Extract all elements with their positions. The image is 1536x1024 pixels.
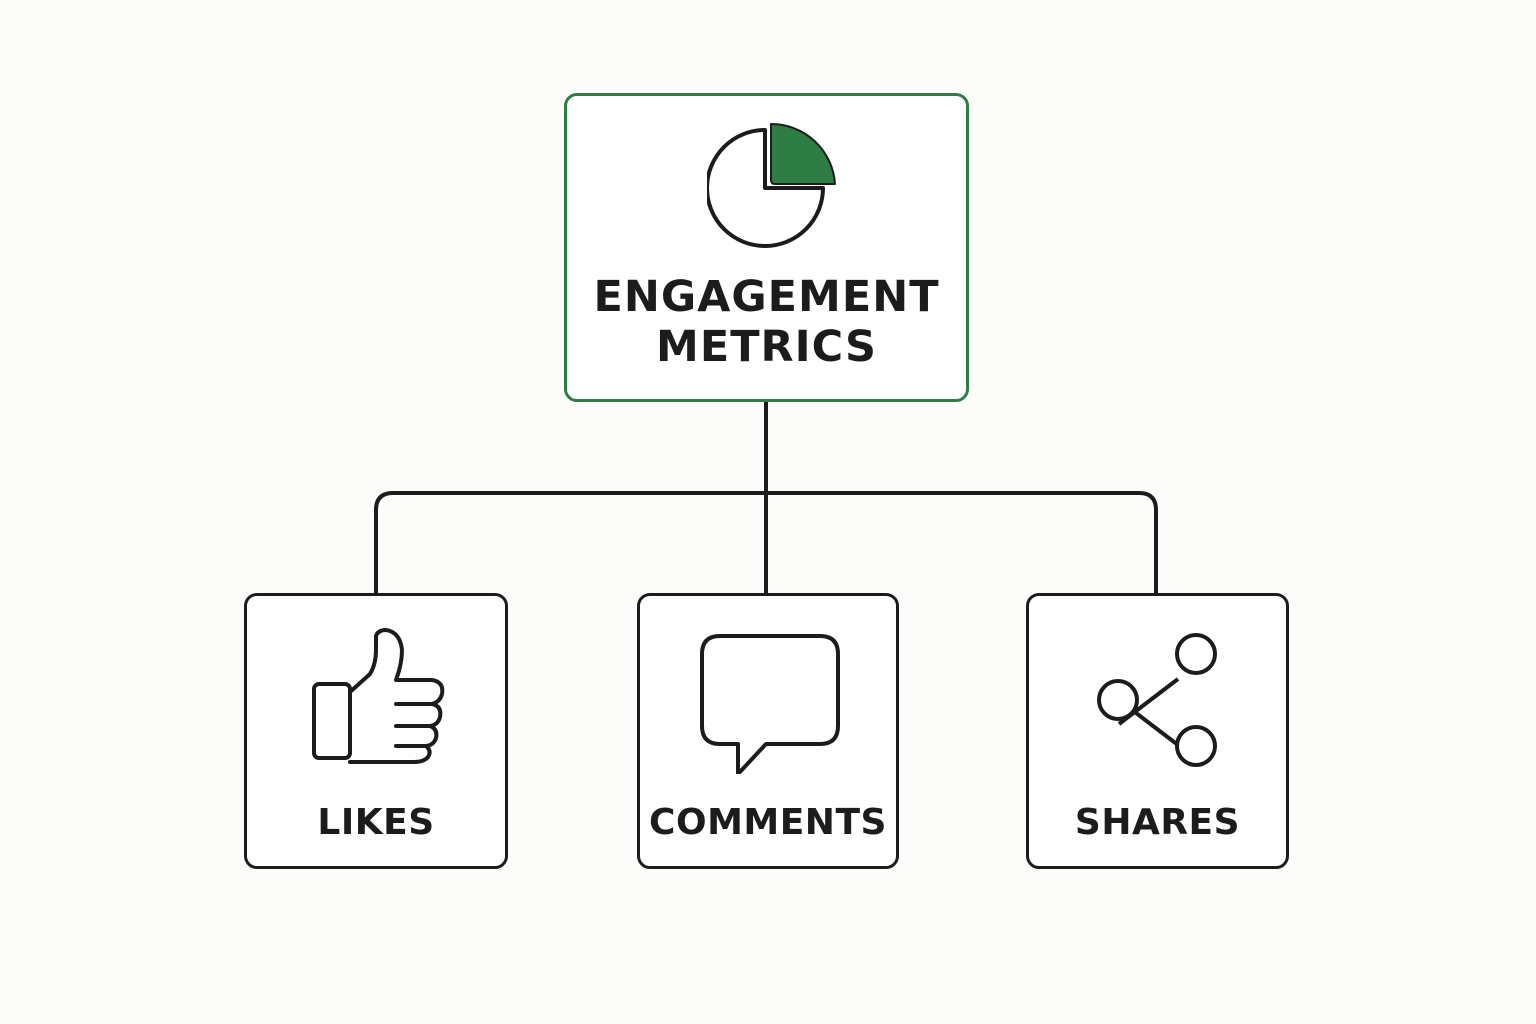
comments-label: COMMENTS [649, 802, 887, 843]
speech-bubble-icon [700, 634, 840, 774]
pie-chart-icon [707, 122, 836, 248]
likes-node: LIKES [244, 593, 508, 869]
comments-node: COMMENTS [637, 593, 899, 869]
shares-node: SHARES [1026, 593, 1289, 869]
share-icon [1097, 633, 1217, 767]
thumbs-up-icon [312, 628, 445, 764]
likes-label: LIKES [317, 802, 435, 843]
connector-branch-bar [374, 491, 1158, 593]
engagement-metrics-node: ENGAGEMENT METRICS [564, 93, 969, 402]
shares-label: SHARES [1074, 802, 1241, 843]
engagement-metrics-title: ENGAGEMENT METRICS [593, 272, 940, 372]
